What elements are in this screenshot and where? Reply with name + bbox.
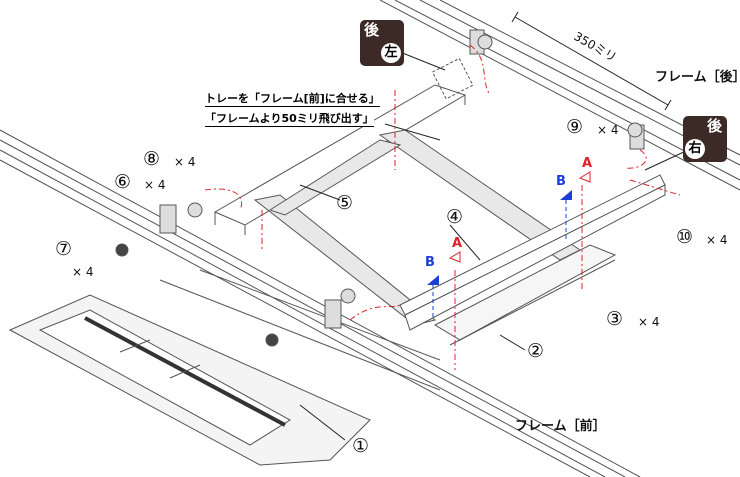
part-7-qty: × 4 (72, 265, 94, 279)
leader-lines (299, 51, 689, 441)
front-frame-rail (0, 129, 641, 477)
dimension-line (511, 11, 672, 111)
marker-a-arrow-1 (448, 251, 461, 263)
blue-guide-lines (432, 200, 567, 320)
note-align-front: トレーを「フレーム[前]に合せる」 (205, 92, 380, 107)
frame-back-label: フレーム［後］ (655, 70, 740, 85)
part-6-qty: × 4 (144, 178, 166, 192)
badge-back-left-circle: 左 (381, 43, 401, 63)
part-5-slide-frame (213, 57, 474, 235)
marker-b-arrow-2 (560, 190, 572, 200)
marker-b-2: B (556, 174, 566, 189)
marker-a-1: A (452, 236, 463, 251)
part-9-qty: × 4 (597, 123, 619, 137)
part-4-rail (399, 174, 666, 331)
marker-b-1: B (425, 255, 435, 270)
part-1-label: ① (352, 435, 370, 457)
badge-back-right-top: 後 (707, 117, 723, 135)
part-6-label: ⑥ (114, 171, 132, 193)
badge-back-left-top: 後 (364, 21, 380, 39)
part-4-label: ④ (446, 206, 464, 228)
badge-back-right: 後 右 (683, 116, 727, 162)
badge-back-right-circle: 右 (685, 139, 705, 159)
frame-front-label: フレーム［前］ (515, 419, 606, 434)
part-2-label: ② (527, 340, 545, 362)
marker-b-arrow-1 (427, 275, 439, 285)
part-9-label: ⑨ (566, 116, 584, 138)
brackets (115, 29, 645, 347)
marker-a-arrow-2 (578, 171, 591, 183)
part-2-rail (433, 244, 617, 346)
part-8-label: ⑧ (143, 148, 161, 170)
drawer-tray (8, 269, 441, 466)
red-guide-lines (204, 44, 681, 370)
part-3-label: ③ (606, 308, 624, 330)
part-10-qty: × 4 (706, 233, 728, 247)
marker-a-2: A (582, 156, 593, 171)
note-protrude-50mm: 「フレームより50ミリ飛び出す」 (205, 112, 374, 127)
part-7-label: ⑦ (55, 238, 73, 260)
part-10-label: ⑩ (676, 226, 694, 248)
part-3-qty: × 4 (638, 315, 660, 329)
tray-grid (253, 129, 581, 326)
badge-back-left: 後 左 (360, 20, 404, 66)
part-5-label: ⑤ (336, 192, 354, 214)
part-8-qty: × 4 (174, 155, 196, 169)
